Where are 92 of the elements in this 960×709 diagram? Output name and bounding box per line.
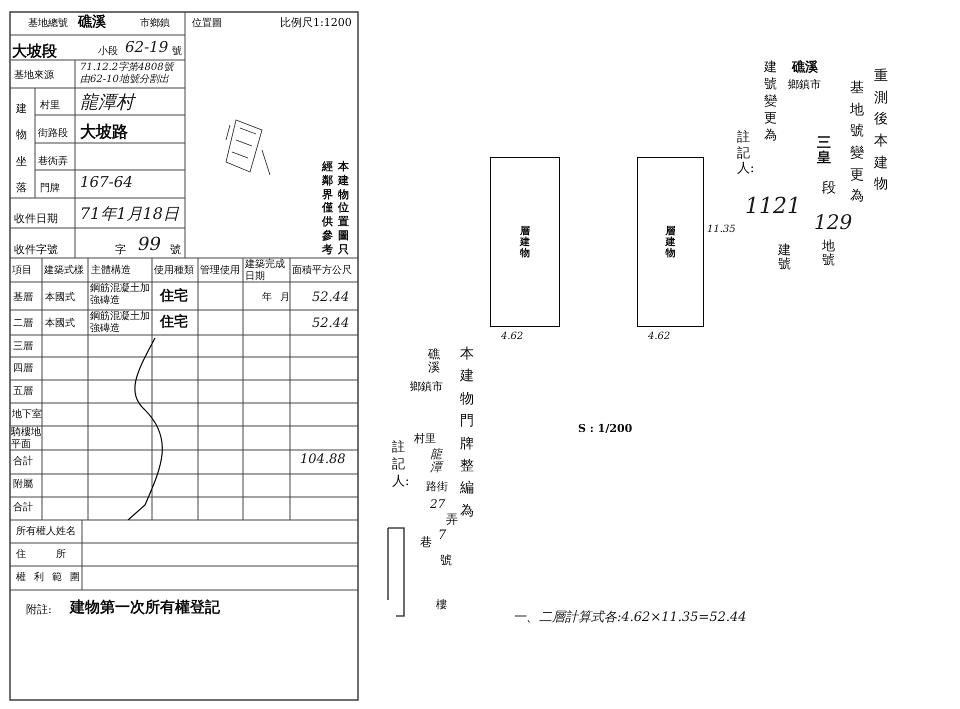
form-text: 大坡段 bbox=[12, 42, 57, 60]
form-text: 建號變更為 bbox=[764, 60, 777, 144]
handwritten-entry: 71.12.2字第4808號由62-10地號分割出 bbox=[80, 62, 176, 86]
form-text: 鋼筋混凝土加強磚造 bbox=[90, 311, 150, 335]
form-text: 小段 bbox=[98, 46, 118, 58]
form-text: 四層 bbox=[13, 363, 33, 375]
form-text: 重測後本建物 bbox=[874, 67, 888, 194]
form-text: 年 bbox=[262, 292, 272, 304]
form-text: 建物第一次所有權登記 bbox=[70, 598, 220, 616]
handwritten-entry: 一、二層計算式各:4.62×11.35=52.44 bbox=[513, 610, 747, 626]
form-text: 本國式 bbox=[45, 292, 75, 304]
form-text: 二層 bbox=[13, 318, 33, 330]
floor-plan-outline bbox=[637, 157, 704, 327]
handwritten-entry: 129 bbox=[814, 210, 852, 234]
form-text: 大坡路 bbox=[80, 122, 128, 142]
form-text: 基層 bbox=[13, 292, 33, 304]
form-text: 基地總號 bbox=[28, 18, 68, 30]
form-text: 號 bbox=[440, 553, 452, 568]
form-text: 使用種類 bbox=[154, 265, 194, 277]
form-text: 合計 bbox=[13, 502, 33, 514]
form-text: 市鄉鎮 bbox=[140, 18, 170, 30]
form-text: 段 bbox=[822, 180, 836, 197]
form-text: 鄉鎮市 bbox=[410, 380, 443, 394]
form-text: 項目 bbox=[12, 265, 32, 277]
form-text: 本建物位置圖只 bbox=[338, 160, 349, 256]
form-text: 位置圖 bbox=[192, 18, 222, 30]
plan-label: 層建物 bbox=[520, 226, 530, 258]
form-text: 號 bbox=[170, 243, 181, 256]
form-text: 收件日期 bbox=[14, 212, 58, 226]
handwritten-entry: 52.44 bbox=[312, 290, 350, 306]
form-text: 合計 bbox=[13, 456, 33, 468]
form-text: 地下室 bbox=[12, 409, 42, 421]
form-text: 礁溪 bbox=[78, 14, 106, 31]
handwritten-entry: 99 bbox=[138, 234, 161, 256]
floor-plan-outline bbox=[490, 157, 560, 327]
form-text: 鋼筋混凝土加強磚造 bbox=[90, 283, 150, 307]
form-text: 門牌 bbox=[40, 183, 60, 195]
form-text: 地號 bbox=[822, 240, 835, 269]
form-text: 管理使用 bbox=[200, 265, 240, 277]
form-text: 三層 bbox=[13, 341, 33, 353]
dimension-text: 11.35 bbox=[707, 224, 736, 236]
form-text: 月 bbox=[280, 292, 290, 304]
form-text: 建築完成日期 bbox=[245, 259, 286, 283]
form-text: 住所 bbox=[16, 549, 96, 561]
form-text: 建物坐落 bbox=[16, 101, 27, 196]
handwritten-entry: 104.88 bbox=[300, 452, 346, 468]
form-text: 建築式樣 bbox=[44, 265, 84, 277]
form-text: 本國式 bbox=[45, 318, 75, 330]
form-text: 附註: bbox=[26, 603, 52, 616]
handwritten-entry: 62-19 bbox=[125, 38, 168, 56]
form-text: 號 bbox=[172, 46, 182, 58]
form-text: 礁溪 bbox=[428, 348, 440, 374]
form-text: 字 bbox=[115, 243, 126, 256]
form-text: 鄉鎮市 bbox=[788, 78, 821, 92]
form-text: 街路段 bbox=[38, 128, 68, 140]
form-text: 建號 bbox=[778, 244, 791, 273]
form-text: 五層 bbox=[13, 386, 33, 398]
dimension-text: 4.62 bbox=[648, 331, 670, 343]
form-text: 樓 bbox=[436, 598, 447, 612]
form-text: 基地來源 bbox=[14, 70, 54, 82]
form-text: 主體構造 bbox=[91, 265, 131, 277]
dimension-text: 4.62 bbox=[501, 331, 524, 343]
form-text: 三皇 bbox=[817, 136, 831, 167]
handwritten-entry: 龍潭村 bbox=[80, 92, 134, 114]
form-text: 比例尺1:1200 bbox=[280, 16, 352, 30]
form-text: 住宅 bbox=[160, 314, 188, 331]
form-text: 住宅 bbox=[160, 288, 188, 305]
handwritten-entry: 7 bbox=[438, 528, 446, 544]
handwritten-entry: 167-64 bbox=[80, 173, 133, 191]
form-text: 面積平方公尺 bbox=[292, 265, 353, 277]
form-text: 礁溪 bbox=[792, 60, 818, 76]
handwritten-entry: 龍潭 bbox=[430, 448, 442, 474]
form-text: 弄 bbox=[446, 512, 458, 526]
form-text: 經鄰界僅供參考 bbox=[322, 160, 333, 256]
form-text: 巷衖弄 bbox=[38, 156, 68, 168]
handwritten-entry: 27 bbox=[430, 497, 446, 512]
form-text: 權利範圍 bbox=[16, 572, 88, 584]
form-text: 騎樓地平面 bbox=[11, 427, 42, 451]
form-text: 所有權人姓名 bbox=[16, 526, 76, 538]
form-text: 本建物門牌整編為 bbox=[460, 345, 474, 521]
handwritten-entry: 52.44 bbox=[312, 316, 350, 332]
handwritten-entry: 1121 bbox=[745, 194, 801, 220]
plan-label: 層建物 bbox=[666, 226, 676, 258]
form-text: 收件字號 bbox=[14, 243, 58, 256]
form-text: 附屬 bbox=[13, 479, 33, 491]
form-text: 村里 bbox=[40, 100, 60, 112]
form-text: 路街 bbox=[426, 480, 448, 494]
form-text: 基地號變更為 bbox=[850, 79, 864, 206]
handwritten-entry: 71年1月18日 bbox=[80, 204, 179, 224]
form-text: S : 1/200 bbox=[578, 422, 632, 436]
form-text: 巷 bbox=[420, 535, 432, 550]
form-text: 村里 bbox=[414, 432, 436, 446]
